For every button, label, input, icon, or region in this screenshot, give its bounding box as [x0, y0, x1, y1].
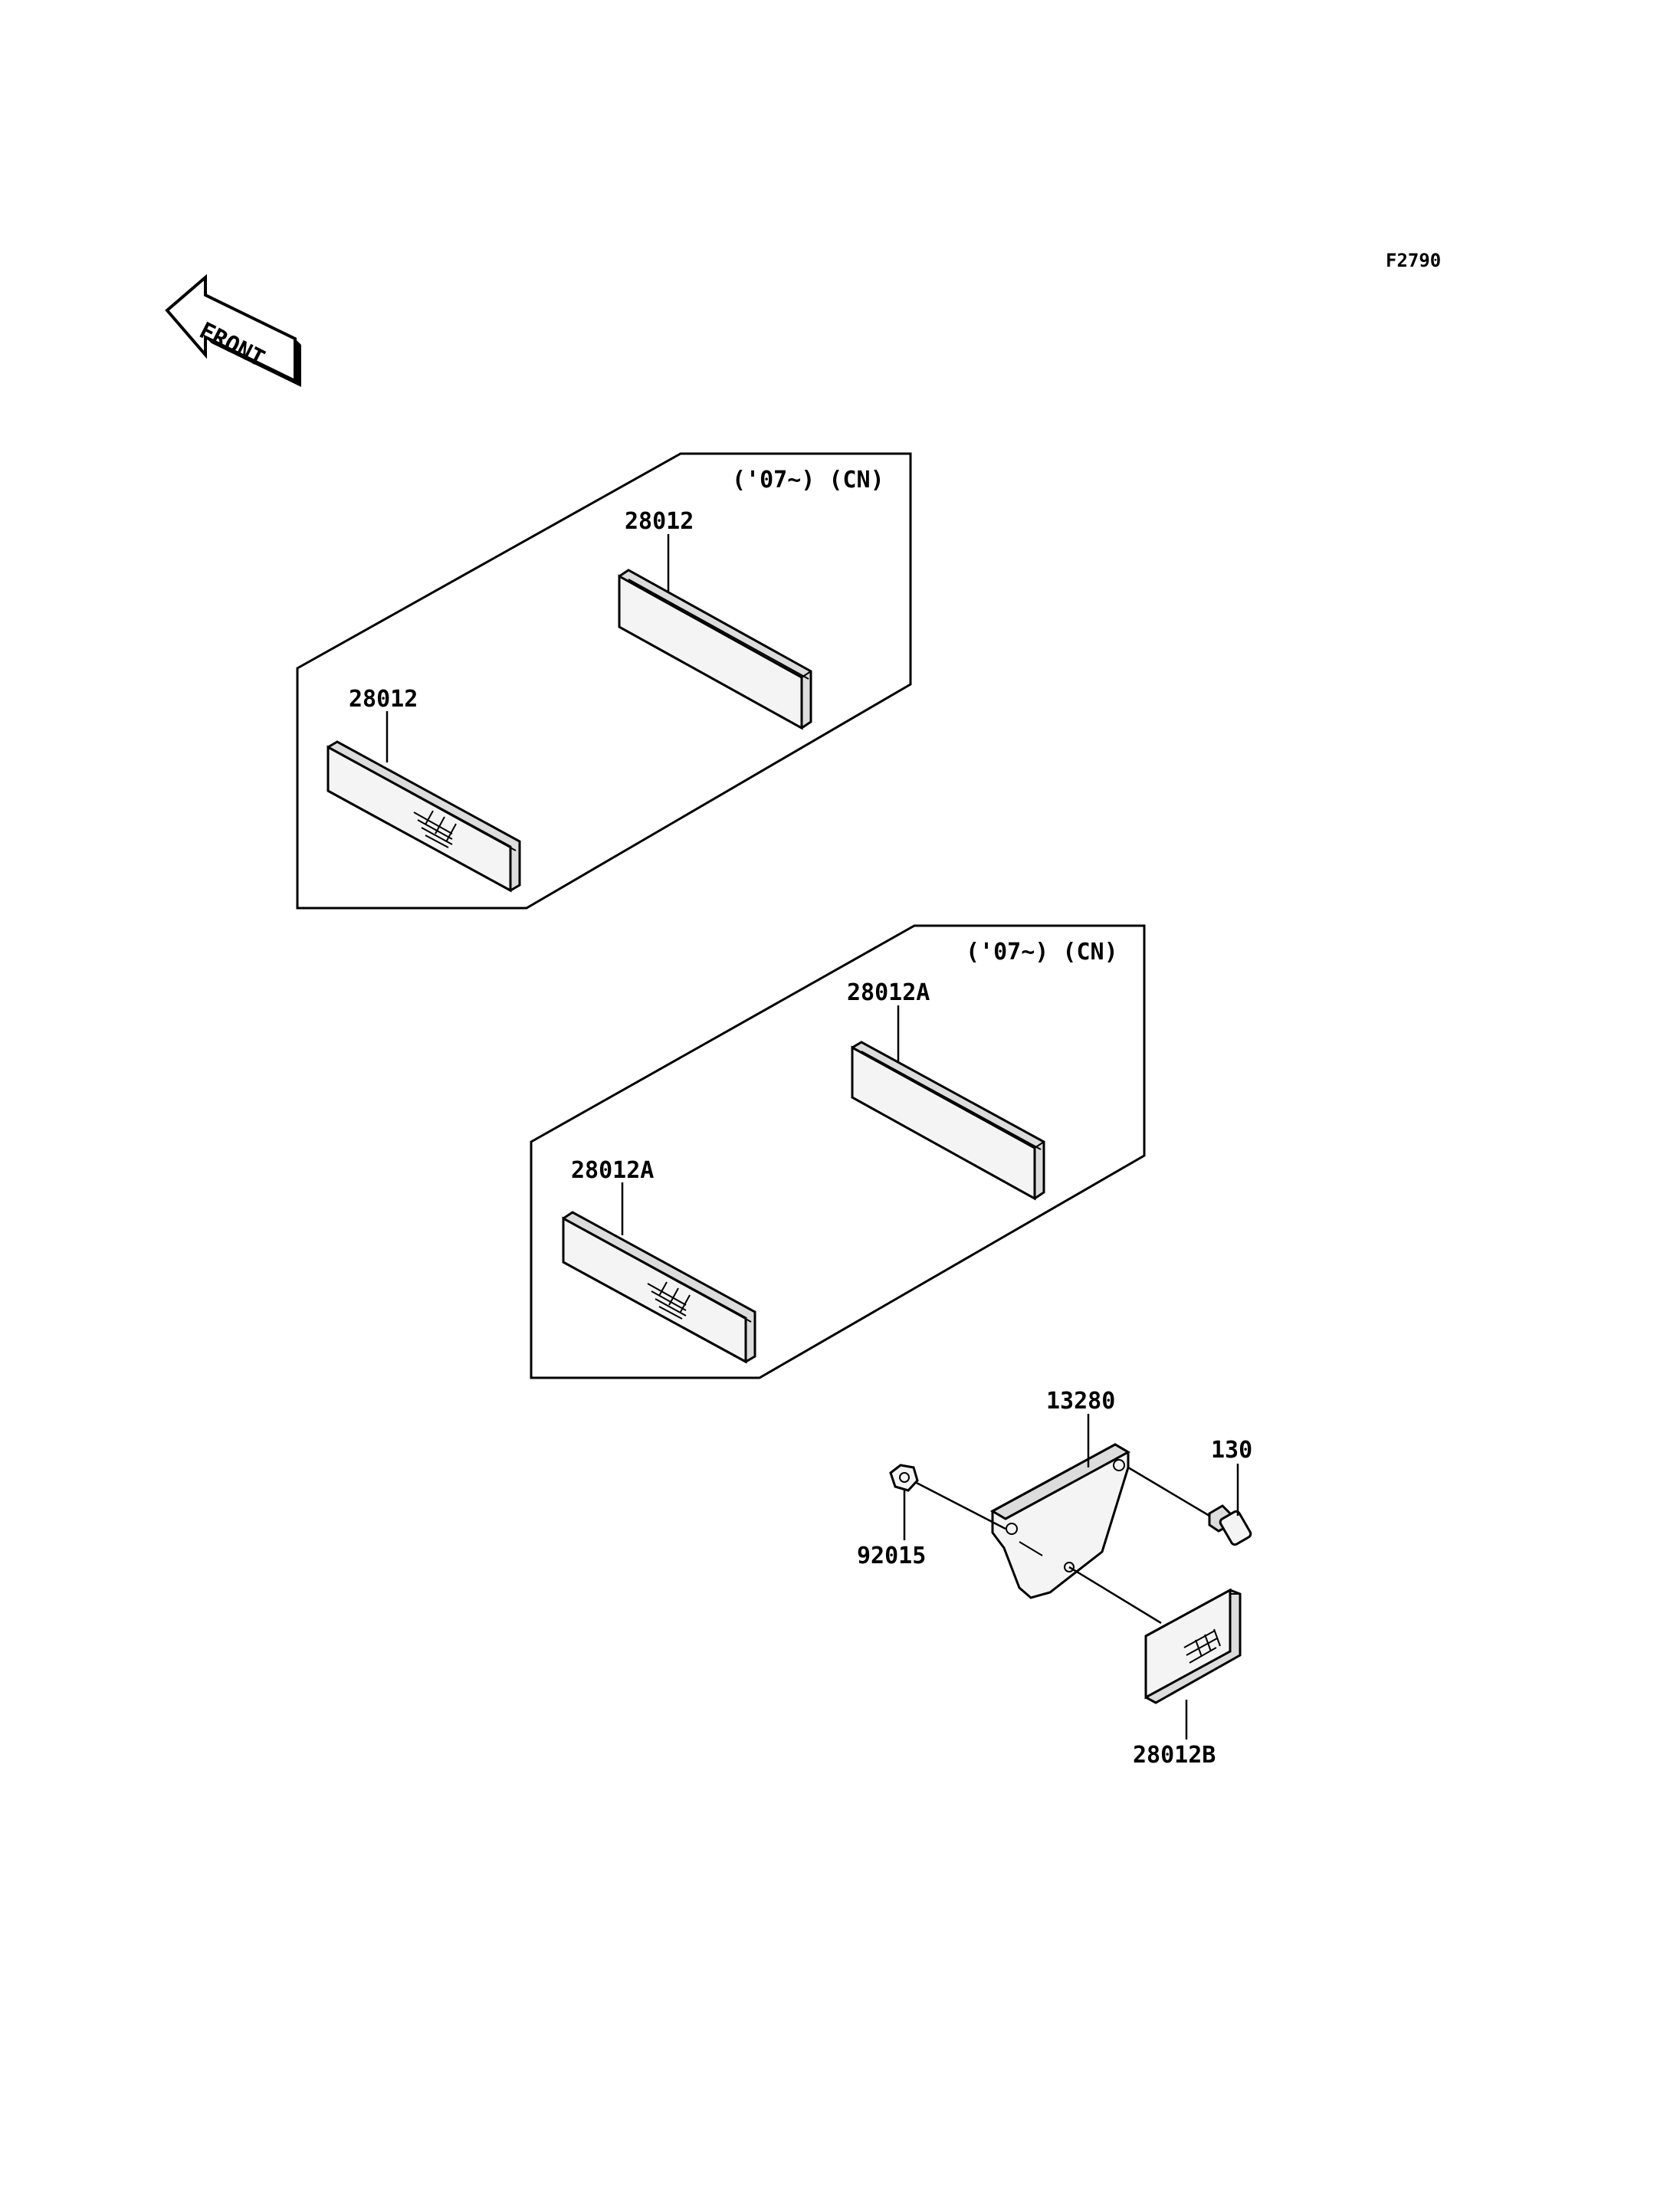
part-label-92015: 92015 [857, 1543, 926, 1569]
bracket-13280 [989, 1443, 1131, 1599]
reflector-28012A-upper [851, 1041, 1045, 1201]
part-label-28012A-upper: 28012A [847, 979, 930, 1006]
reflector-28012B [1068, 1566, 1242, 1704]
reflector-28012-upper [618, 569, 812, 730]
nut-92015 [889, 1464, 1006, 1530]
reflector-28012A-lower [562, 1211, 756, 1364]
reflector-28012-lower [326, 740, 521, 893]
group-box-1: ('07~) (CN) [296, 452, 912, 910]
part-label-13280: 13280 [1046, 1388, 1115, 1415]
part-label-28012-upper: 28012 [625, 508, 694, 535]
bolt-130 [1127, 1466, 1252, 1546]
group-box-2: ('07~) (CN) [530, 924, 1146, 1379]
kawasaki-logo-icon [647, 1281, 691, 1320]
figure-code: F2790 [1386, 250, 1441, 271]
part-label-28012B: 28012B [1133, 1742, 1216, 1769]
part-label-28012-lower: 28012 [349, 686, 418, 713]
group-1-applicability: ('07~) (CN) [732, 467, 884, 494]
group-2-applicability: ('07~) (CN) [966, 939, 1118, 966]
part-label-28012A-lower: 28012A [571, 1157, 654, 1184]
part-label-130: 130 [1211, 1437, 1252, 1464]
front-arrow-icon: FRONT [165, 274, 301, 387]
kawasaki-logo-icon [1183, 1628, 1221, 1664]
kawasaki-logo-icon [413, 810, 457, 848]
